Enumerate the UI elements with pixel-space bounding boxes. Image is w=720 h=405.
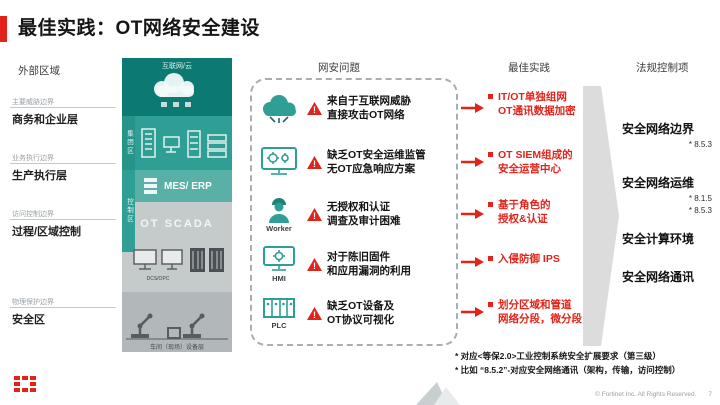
server-icon: [144, 178, 157, 194]
bullet-square: [488, 94, 493, 99]
svg-text:!: !: [313, 310, 316, 320]
issues-panel: [250, 78, 458, 346]
copyright: © Fortinet Inc. All Rights Reserved. 7: [595, 391, 712, 398]
issue-text: 对于陈旧固件和应用漏洞的利用: [327, 251, 411, 277]
field-device-layer-label: 车间（现场）设备层: [149, 345, 204, 351]
layer-label-safety-zone: 安全区: [12, 314, 45, 326]
robot-arm-icons: [126, 313, 228, 340]
worker-icon: Worker: [256, 195, 302, 233]
boundary-label: 主要威胁边界: [12, 99, 54, 106]
layer-divider: [10, 219, 116, 220]
boundary-label: 访问控制边界: [12, 211, 54, 218]
tower-internet-cloud-block: 互联网/云: [122, 58, 232, 116]
regulation-item-network-boundary: 安全网络边界 * 8.5.3: [622, 122, 712, 149]
watermark-shape: [416, 382, 460, 405]
footnote-1: * 对应<等保2.0>工业控制系统安全扩展要求（第三级）: [455, 351, 661, 361]
practice-item-microsegmentation: 划分区域和管道网络分段，微分段: [488, 298, 582, 326]
connector-arrow-icon: [461, 257, 484, 267]
column-header-practices: 最佳实践: [508, 62, 550, 74]
issue-row-no-authentication: Worker ! 无授权和认证调查及审计困难: [256, 190, 456, 238]
connector-arrow-icon: [461, 307, 484, 317]
hmi-icon: HMI: [256, 245, 302, 283]
issue-row-old-firmware: HMI ! 对于陈旧固件和应用漏洞的利用: [256, 240, 456, 288]
page-number: 7: [708, 391, 712, 398]
bullet-square: [488, 152, 493, 157]
practice-item-ips: 入侵防御 IPS: [488, 252, 560, 266]
layer-label-business: 商务和企业层: [12, 114, 78, 126]
issue-row-no-ops-monitoring: ! 缺乏OT安全运维监管无OT应急响应方案: [256, 140, 456, 184]
issue-text: 来自于互联网威胁直接攻击OT网络: [327, 95, 411, 121]
regulation-item-network-ops: 安全网络运维 * 8.1.5 * 8.5.3: [622, 176, 712, 215]
ot-scada-label: OT SCADA: [140, 218, 214, 230]
warning-icon: !: [307, 101, 322, 115]
regulation-item-computing-env: 安全计算环境: [622, 232, 695, 246]
connector-arrow-icon: [461, 157, 484, 167]
warning-icon: !: [307, 306, 322, 320]
column-header-regulations: 法规控制项: [636, 62, 689, 74]
slide-title: 最佳实践：OT网络安全建设: [18, 18, 260, 39]
layer-divider: [10, 107, 116, 108]
plc-icon: PLC: [256, 296, 302, 330]
regulation-big-arrow: [583, 86, 619, 346]
practice-item-ot-siem: OT SIEM组成的安全运营中心: [488, 148, 573, 176]
boundary-label: 物理保护边界: [12, 299, 54, 306]
svg-text:!: !: [313, 159, 316, 169]
cloud-icon: [154, 73, 194, 107]
boundary-label: 业务执行边界: [12, 155, 54, 162]
svg-text:!: !: [313, 211, 316, 221]
layer-label-production: 生产执行层: [12, 170, 67, 182]
connector-arrow-icon: [461, 209, 484, 219]
bullet-square: [488, 302, 493, 307]
control-zone-label: 控制区: [125, 198, 133, 224]
group-zone-label: 集团区: [125, 130, 133, 156]
bullet-square: [488, 202, 493, 207]
dcs-plc-icons: DCS/OPC: [133, 248, 224, 282]
group-zone-strip: 集团区: [122, 116, 135, 170]
svg-text:!: !: [313, 261, 316, 271]
regulation-item-network-comms: 安全网络通讯: [622, 270, 695, 284]
ops-monitor-icon: [256, 146, 302, 178]
tower-ot-scada-block: [122, 202, 232, 292]
practice-item-rbac: 基于角色的授权&认证: [488, 198, 551, 226]
copyright-text: © Fortinet Inc. All Rights Reserved.: [595, 391, 697, 398]
svg-text:!: !: [313, 105, 316, 115]
control-zone-strip: 控制区: [122, 170, 135, 252]
warning-icon: !: [307, 207, 322, 221]
issue-row-internet-threat: ! 来自于互联网威胁直接攻击OT网络: [256, 88, 456, 128]
issue-text: 无授权和认证调查及审计困难: [327, 201, 401, 227]
footnote-2: * 比如 “8.5.2”-对应安全网络通讯（架构，传输，访问控制）: [455, 365, 681, 375]
layer-label-process-control: 过程/区域控制: [12, 226, 82, 238]
layer-divider: [10, 163, 116, 164]
enterprise-icons: [141, 128, 227, 158]
tower-field-device-block: [122, 292, 232, 352]
layer-divider: [10, 307, 116, 308]
internet-cloud-label: 互联网/云: [162, 63, 192, 70]
icon-caption: PLC: [271, 321, 287, 330]
cloud-attack-icon: [256, 93, 302, 123]
issue-text: 缺乏OT安全运维监管无OT应急响应方案: [327, 149, 426, 175]
column-header-issues: 网安问题: [318, 62, 360, 74]
warning-icon: !: [307, 257, 322, 271]
icon-caption: HMI: [272, 274, 286, 283]
mes-erp-label: MES/ ERP: [164, 180, 212, 192]
fortinet-logo-icon: [14, 376, 36, 392]
title-accent-bar: [0, 16, 7, 42]
tower-mes-erp-block: MES/ ERP: [122, 170, 232, 202]
warning-icon: !: [307, 155, 322, 169]
icon-caption: Worker: [266, 224, 292, 233]
dcs-opc-label: DCS/OPC: [147, 276, 170, 282]
tower-group-block: [122, 116, 232, 170]
column-header-external-zone: 外部区域: [18, 65, 60, 77]
bullet-square: [488, 256, 493, 261]
connector-arrow-icon: [461, 103, 484, 113]
